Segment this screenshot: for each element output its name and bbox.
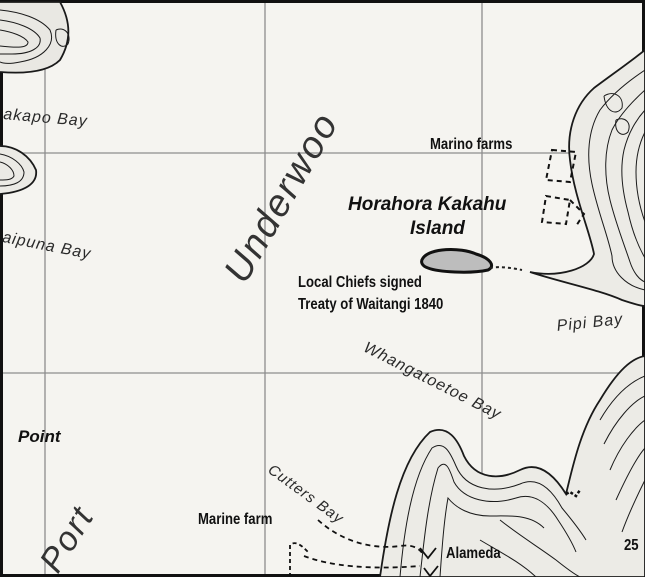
- land-left: [0, 145, 37, 195]
- label-marino-farms: Marino farms: [430, 136, 513, 153]
- label-chiefs-line2: Treaty of Waitangi 1840: [298, 296, 444, 313]
- label-point: Point: [18, 427, 61, 446]
- land-right-peninsula: [529, 48, 645, 307]
- marine-farm-plots: [540, 148, 586, 227]
- label-island-word: Island: [410, 218, 465, 239]
- land-bottom-right: [379, 355, 645, 577]
- label-alameda: Alameda: [446, 545, 501, 562]
- label-chiefs-line1: Local Chiefs signed: [298, 274, 422, 291]
- cutters-bay-shore: [289, 489, 582, 577]
- label-marine-farm: Marine farm: [198, 511, 273, 528]
- label-grid-number: 25: [624, 537, 639, 554]
- label-island-name: Horahora Kakahu: [348, 194, 507, 215]
- land-top-left: [0, 1, 70, 74]
- horahora-kakahu-island: [420, 248, 523, 274]
